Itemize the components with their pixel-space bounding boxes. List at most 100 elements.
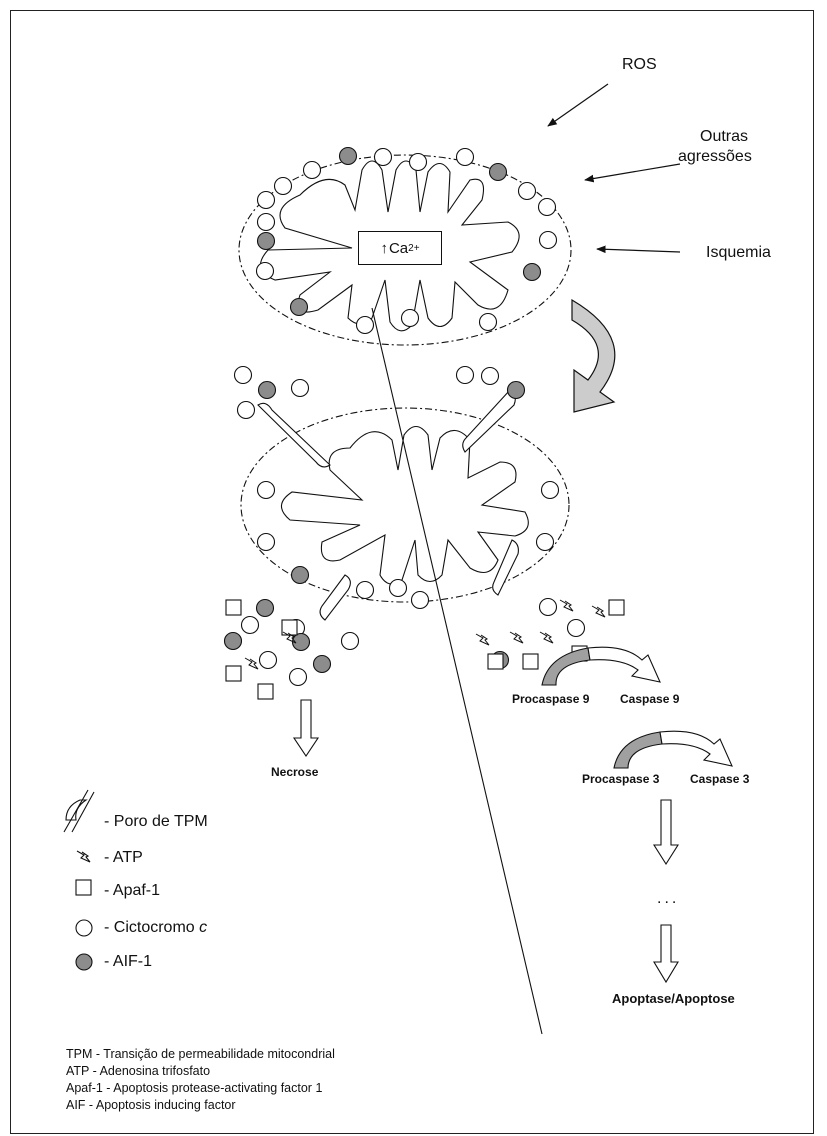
atp-molecule — [476, 634, 489, 645]
citocromo-c-molecule — [457, 149, 474, 166]
atp-molecule — [540, 632, 553, 643]
outras-label-line1: Outras — [700, 128, 748, 146]
outras-agressoes-arrow — [585, 164, 680, 180]
citocromo-c-molecule — [542, 482, 559, 499]
legend-atp-text: - ATP — [104, 849, 143, 867]
citocromo-c-molecule — [540, 232, 557, 249]
citocromo-c-molecule — [537, 534, 554, 551]
citocromo-c-molecule — [402, 310, 419, 327]
citocromo-c-molecule — [258, 214, 275, 231]
calcium-up-arrow: ↑ — [380, 240, 388, 257]
process-curved-arrow — [572, 300, 615, 412]
ellipsis-label: ... — [657, 890, 679, 908]
apaf1-molecule — [523, 654, 538, 669]
legend-cito-prefix: - Cictocromo — [104, 919, 199, 936]
caspase9-curved-arrow — [542, 648, 590, 685]
apoptose-label: Apoptase/Apoptose — [612, 991, 735, 1006]
tpm-pore — [493, 540, 519, 595]
citocromo-c-molecule — [480, 314, 497, 331]
aif-molecule — [490, 164, 507, 181]
citocromo-c-molecule — [568, 620, 585, 637]
citocromo-c-molecule — [390, 580, 407, 597]
legend-symbols — [64, 790, 94, 970]
apoptosis-arrow-1 — [654, 800, 678, 864]
abbreviation-tpm: TPM - Transição de permeabilidade mitoco… — [66, 1046, 335, 1063]
calcium-superscript: 2+ — [408, 243, 419, 254]
citocromo-c-molecule — [292, 380, 309, 397]
aif-molecule — [225, 633, 242, 650]
citocromo-c-molecule — [258, 482, 275, 499]
aif-molecule — [291, 299, 308, 316]
legend-apaf: - Apaf-1 — [100, 879, 160, 903]
citocromo-c-molecule — [410, 154, 427, 171]
legend-aif: - AIF-1 — [100, 950, 152, 974]
legend-aif-icon — [76, 954, 92, 970]
abbreviation-aif: AIF - Apoptosis inducing factor — [66, 1097, 236, 1114]
procaspase9-label: Procaspase 9 — [512, 692, 589, 706]
citocromo-c-molecule — [457, 367, 474, 384]
caspase3-label: Caspase 3 — [690, 772, 749, 786]
apaf1-molecule — [258, 684, 273, 699]
caspase9-label: Caspase 9 — [620, 692, 679, 706]
legend-cito-text: - Cictocromo c — [104, 919, 207, 937]
calcium-box: ↑ Ca2+ — [358, 231, 442, 265]
citocromo-c-molecule — [342, 633, 359, 650]
legend-pore-text: - Poro de TPM — [104, 813, 208, 831]
citocromo-c-molecule — [482, 368, 499, 385]
legend-apaf-icon — [76, 880, 91, 895]
citocromo-c-molecule — [275, 178, 292, 195]
apoptosis-arrow-2 — [654, 925, 678, 982]
tpm-pore — [258, 403, 330, 467]
tpm-pore — [463, 390, 516, 452]
abbreviation-atp: ATP - Adenosina trifosfato — [66, 1063, 210, 1080]
ros-label: ROS — [622, 56, 657, 74]
legend-cito: - Cictocromo c — [100, 916, 207, 940]
legend-atp-icon — [77, 851, 90, 862]
apaf1-molecule — [609, 600, 624, 615]
calcium-label: Ca — [389, 240, 408, 257]
necrose-arrow — [294, 700, 318, 756]
apaf1-molecule — [226, 600, 241, 615]
separator-diagonal-line — [372, 308, 542, 1034]
tpm-pores — [258, 390, 518, 620]
citocromo-c-molecule — [235, 367, 252, 384]
aif-molecule — [258, 233, 275, 250]
caspase9-curved-arrow-head — [588, 647, 660, 682]
legend-apaf-text: - Apaf-1 — [104, 882, 160, 900]
legend-cito-icon — [76, 920, 92, 936]
citocromo-c-molecule — [257, 263, 274, 280]
citocromo-c-molecule — [375, 149, 392, 166]
aif-molecule — [259, 382, 276, 399]
aif-molecule — [314, 656, 331, 673]
legend-pore: - Poro de TPM — [100, 810, 208, 834]
aif-molecule — [292, 567, 309, 584]
citocromo-c-molecule — [290, 669, 307, 686]
legend-aif-text: - AIF-1 — [104, 953, 152, 971]
citocromo-c-molecule — [357, 317, 374, 334]
apaf1-molecule — [226, 666, 241, 681]
citocromo-c-molecule — [519, 183, 536, 200]
isquemia-label: Isquemia — [706, 244, 771, 262]
citocromo-c-molecule — [412, 592, 429, 609]
legend-cito-italic: c — [199, 919, 207, 936]
caspase3-curved-arrow-head — [660, 731, 732, 766]
tpm-pore — [320, 575, 350, 620]
ros-arrow — [548, 84, 608, 126]
abbreviation-apaf: Apaf-1 - Apoptosis protease-activating f… — [66, 1080, 322, 1097]
legend-atp: - ATP — [100, 846, 143, 870]
atp-molecule — [592, 606, 605, 617]
citocromo-c-molecule — [539, 199, 556, 216]
citocromo-c-molecule — [304, 162, 321, 179]
aif-molecule — [257, 600, 274, 617]
apaf-squares — [226, 600, 624, 699]
citocromo-c-molecule — [357, 582, 374, 599]
citocromo-c-molecule — [238, 402, 255, 419]
aif-molecule — [340, 148, 357, 165]
citocromo-c-molecule — [258, 534, 275, 551]
citocromo-c-molecule — [260, 652, 277, 669]
citocromo-c-molecule — [540, 599, 557, 616]
atp-molecule — [245, 658, 258, 669]
citocromo-c-molecule — [258, 192, 275, 209]
isquemia-arrow — [597, 249, 680, 252]
atp-molecule — [510, 632, 523, 643]
